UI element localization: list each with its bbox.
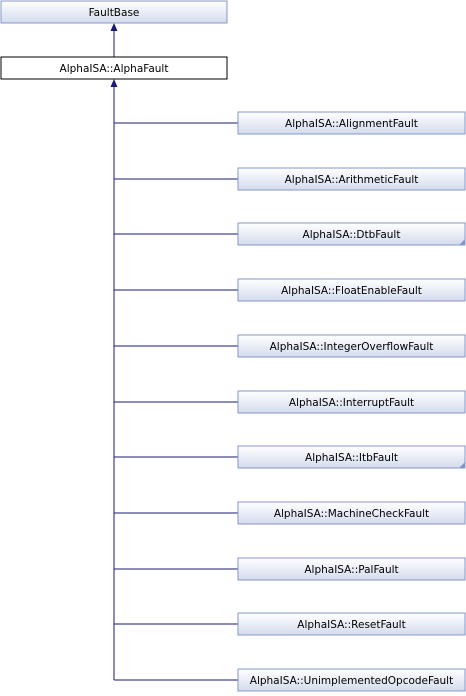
more-children-marker xyxy=(459,462,465,468)
derived-class-label: AlphaISA::ResetFault xyxy=(297,619,405,631)
derived-class-label: AlphaISA::ItbFault xyxy=(305,452,398,464)
derived-class-box xyxy=(237,334,466,358)
derived-class-box xyxy=(237,278,466,302)
derived-class-node[interactable]: AlphaISA::ArithmeticFault xyxy=(237,167,466,191)
current-class-node: AlphaISA::AlphaFault xyxy=(0,56,228,80)
current-class-label: AlphaISA::AlphaFault xyxy=(60,63,169,75)
derived-class-node[interactable]: AlphaISA::UnimplementedOpcodeFault xyxy=(237,668,466,692)
derived-class-label: AlphaISA::InterruptFault xyxy=(289,397,414,409)
base-class-node[interactable]: FaultBase xyxy=(0,0,228,24)
derived-class-box xyxy=(237,557,466,581)
derived-class-node[interactable]: AlphaISA::DtbFault xyxy=(237,222,466,246)
more-children-marker xyxy=(459,239,465,245)
derived-class-box xyxy=(237,390,466,414)
derived-class-node[interactable]: AlphaISA::ItbFault xyxy=(237,445,466,469)
derived-class-label: AlphaISA::ArithmeticFault xyxy=(285,174,419,186)
arrowhead-current xyxy=(110,79,118,87)
derived-class-node[interactable]: AlphaISA::MachineCheckFault xyxy=(237,501,466,525)
derived-class-node[interactable]: AlphaISA::FloatEnableFault xyxy=(237,278,466,302)
derived-class-label: AlphaISA::FloatEnableFault xyxy=(281,285,422,297)
derived-class-box xyxy=(237,222,466,246)
derived-class-label: AlphaISA::UnimplementedOpcodeFault xyxy=(250,675,453,687)
derived-class-box xyxy=(237,167,466,191)
derived-class-label: AlphaISA::AlignmentFault xyxy=(285,118,418,130)
derived-class-box xyxy=(237,111,466,135)
arrowhead-base xyxy=(110,23,118,31)
derived-class-label: AlphaISA::IntegerOverflowFault xyxy=(270,341,434,353)
derived-class-box xyxy=(237,501,466,525)
derived-class-box xyxy=(237,668,466,692)
derived-class-node[interactable]: AlphaISA::ResetFault xyxy=(237,612,466,636)
base-class-label: FaultBase xyxy=(89,7,140,19)
derived-class-node[interactable]: AlphaISA::IntegerOverflowFault xyxy=(237,334,466,358)
derived-class-box xyxy=(237,612,466,636)
derived-class-node[interactable]: AlphaISA::InterruptFault xyxy=(237,390,466,414)
derived-class-label: AlphaISA::DtbFault xyxy=(303,229,401,241)
derived-class-box xyxy=(237,445,466,469)
derived-class-label: AlphaISA::PalFault xyxy=(304,564,398,576)
derived-class-label: AlphaISA::MachineCheckFault xyxy=(274,508,429,520)
derived-class-node[interactable]: AlphaISA::PalFault xyxy=(237,557,466,581)
derived-class-node[interactable]: AlphaISA::AlignmentFault xyxy=(237,111,466,135)
inheritance-edges xyxy=(110,23,238,681)
